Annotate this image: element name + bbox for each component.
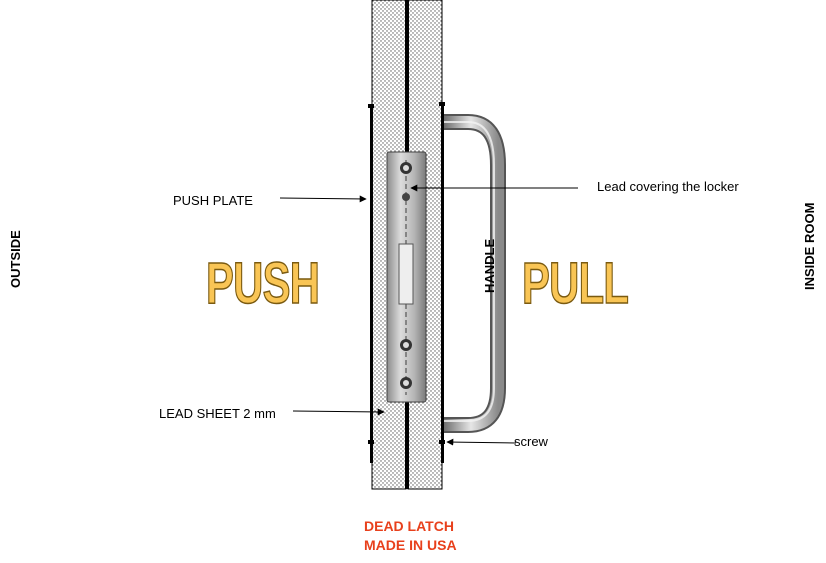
screw-label: screw: [514, 434, 548, 449]
lock-plate: [386, 151, 427, 403]
latch-slot: [398, 243, 414, 305]
push-plate-label: PUSH PLATE: [173, 193, 253, 208]
lead-sheet-arrow: [292, 408, 385, 416]
inside-room-label: INSIDE ROOM: [802, 202, 817, 290]
push-label: PUSH: [205, 251, 320, 316]
screw-mark: [368, 440, 374, 444]
screw-arrow: [446, 438, 517, 446]
outside-label: OUTSIDE: [8, 230, 23, 288]
push-plate-edge: [370, 106, 373, 463]
lock-screw-hole: [402, 193, 410, 201]
lead-covering-label: Lead covering the locker: [597, 179, 739, 194]
made-in-usa-label: MADE IN USA: [364, 537, 457, 553]
pull-label: PULL: [521, 251, 629, 316]
pull-handle: [444, 114, 506, 433]
push-plate-arrow: [279, 195, 367, 203]
handle-label: HANDLE: [482, 238, 497, 293]
screw-mark: [439, 102, 445, 106]
lead-sheet-label: LEAD SHEET 2 mm: [159, 406, 276, 421]
screw-mark: [368, 104, 374, 108]
inside-plate-edge: [441, 102, 444, 463]
screw-mark: [439, 440, 445, 444]
callout-arrows: [279, 184, 578, 446]
dead-latch-label: DEAD LATCH: [364, 518, 454, 534]
